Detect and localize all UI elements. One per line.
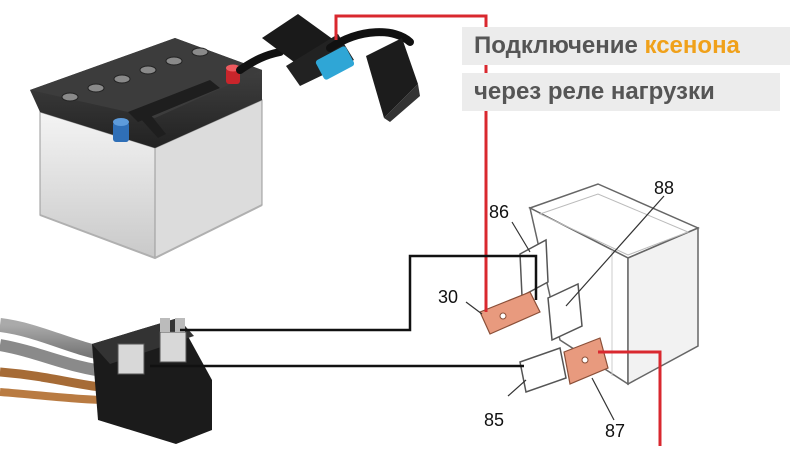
pin-label-88: 88	[654, 178, 674, 198]
pin-leaders	[465, 195, 665, 421]
title-prefix: Подключение	[474, 32, 645, 59]
relay-icon	[479, 183, 700, 393]
pin-label-85: 85	[484, 410, 504, 430]
pin-label-30: 30	[438, 287, 458, 307]
title-line-2: через реле нагрузки	[462, 73, 780, 111]
wire-red-pin87-out	[598, 350, 662, 446]
pin-label-86: 86	[489, 202, 509, 222]
title-accent-word: ксенона	[644, 32, 740, 59]
fuse-holder-icon	[236, 14, 420, 122]
wire-black-connector-to-pin86	[180, 254, 538, 332]
h4-connector-icon	[0, 318, 212, 444]
pin-label-87: 87	[605, 421, 625, 441]
battery-icon	[30, 38, 263, 260]
wire-red-battery-to-pin30	[334, 14, 488, 312]
title-line-1: Подключение ксенона	[462, 27, 790, 65]
